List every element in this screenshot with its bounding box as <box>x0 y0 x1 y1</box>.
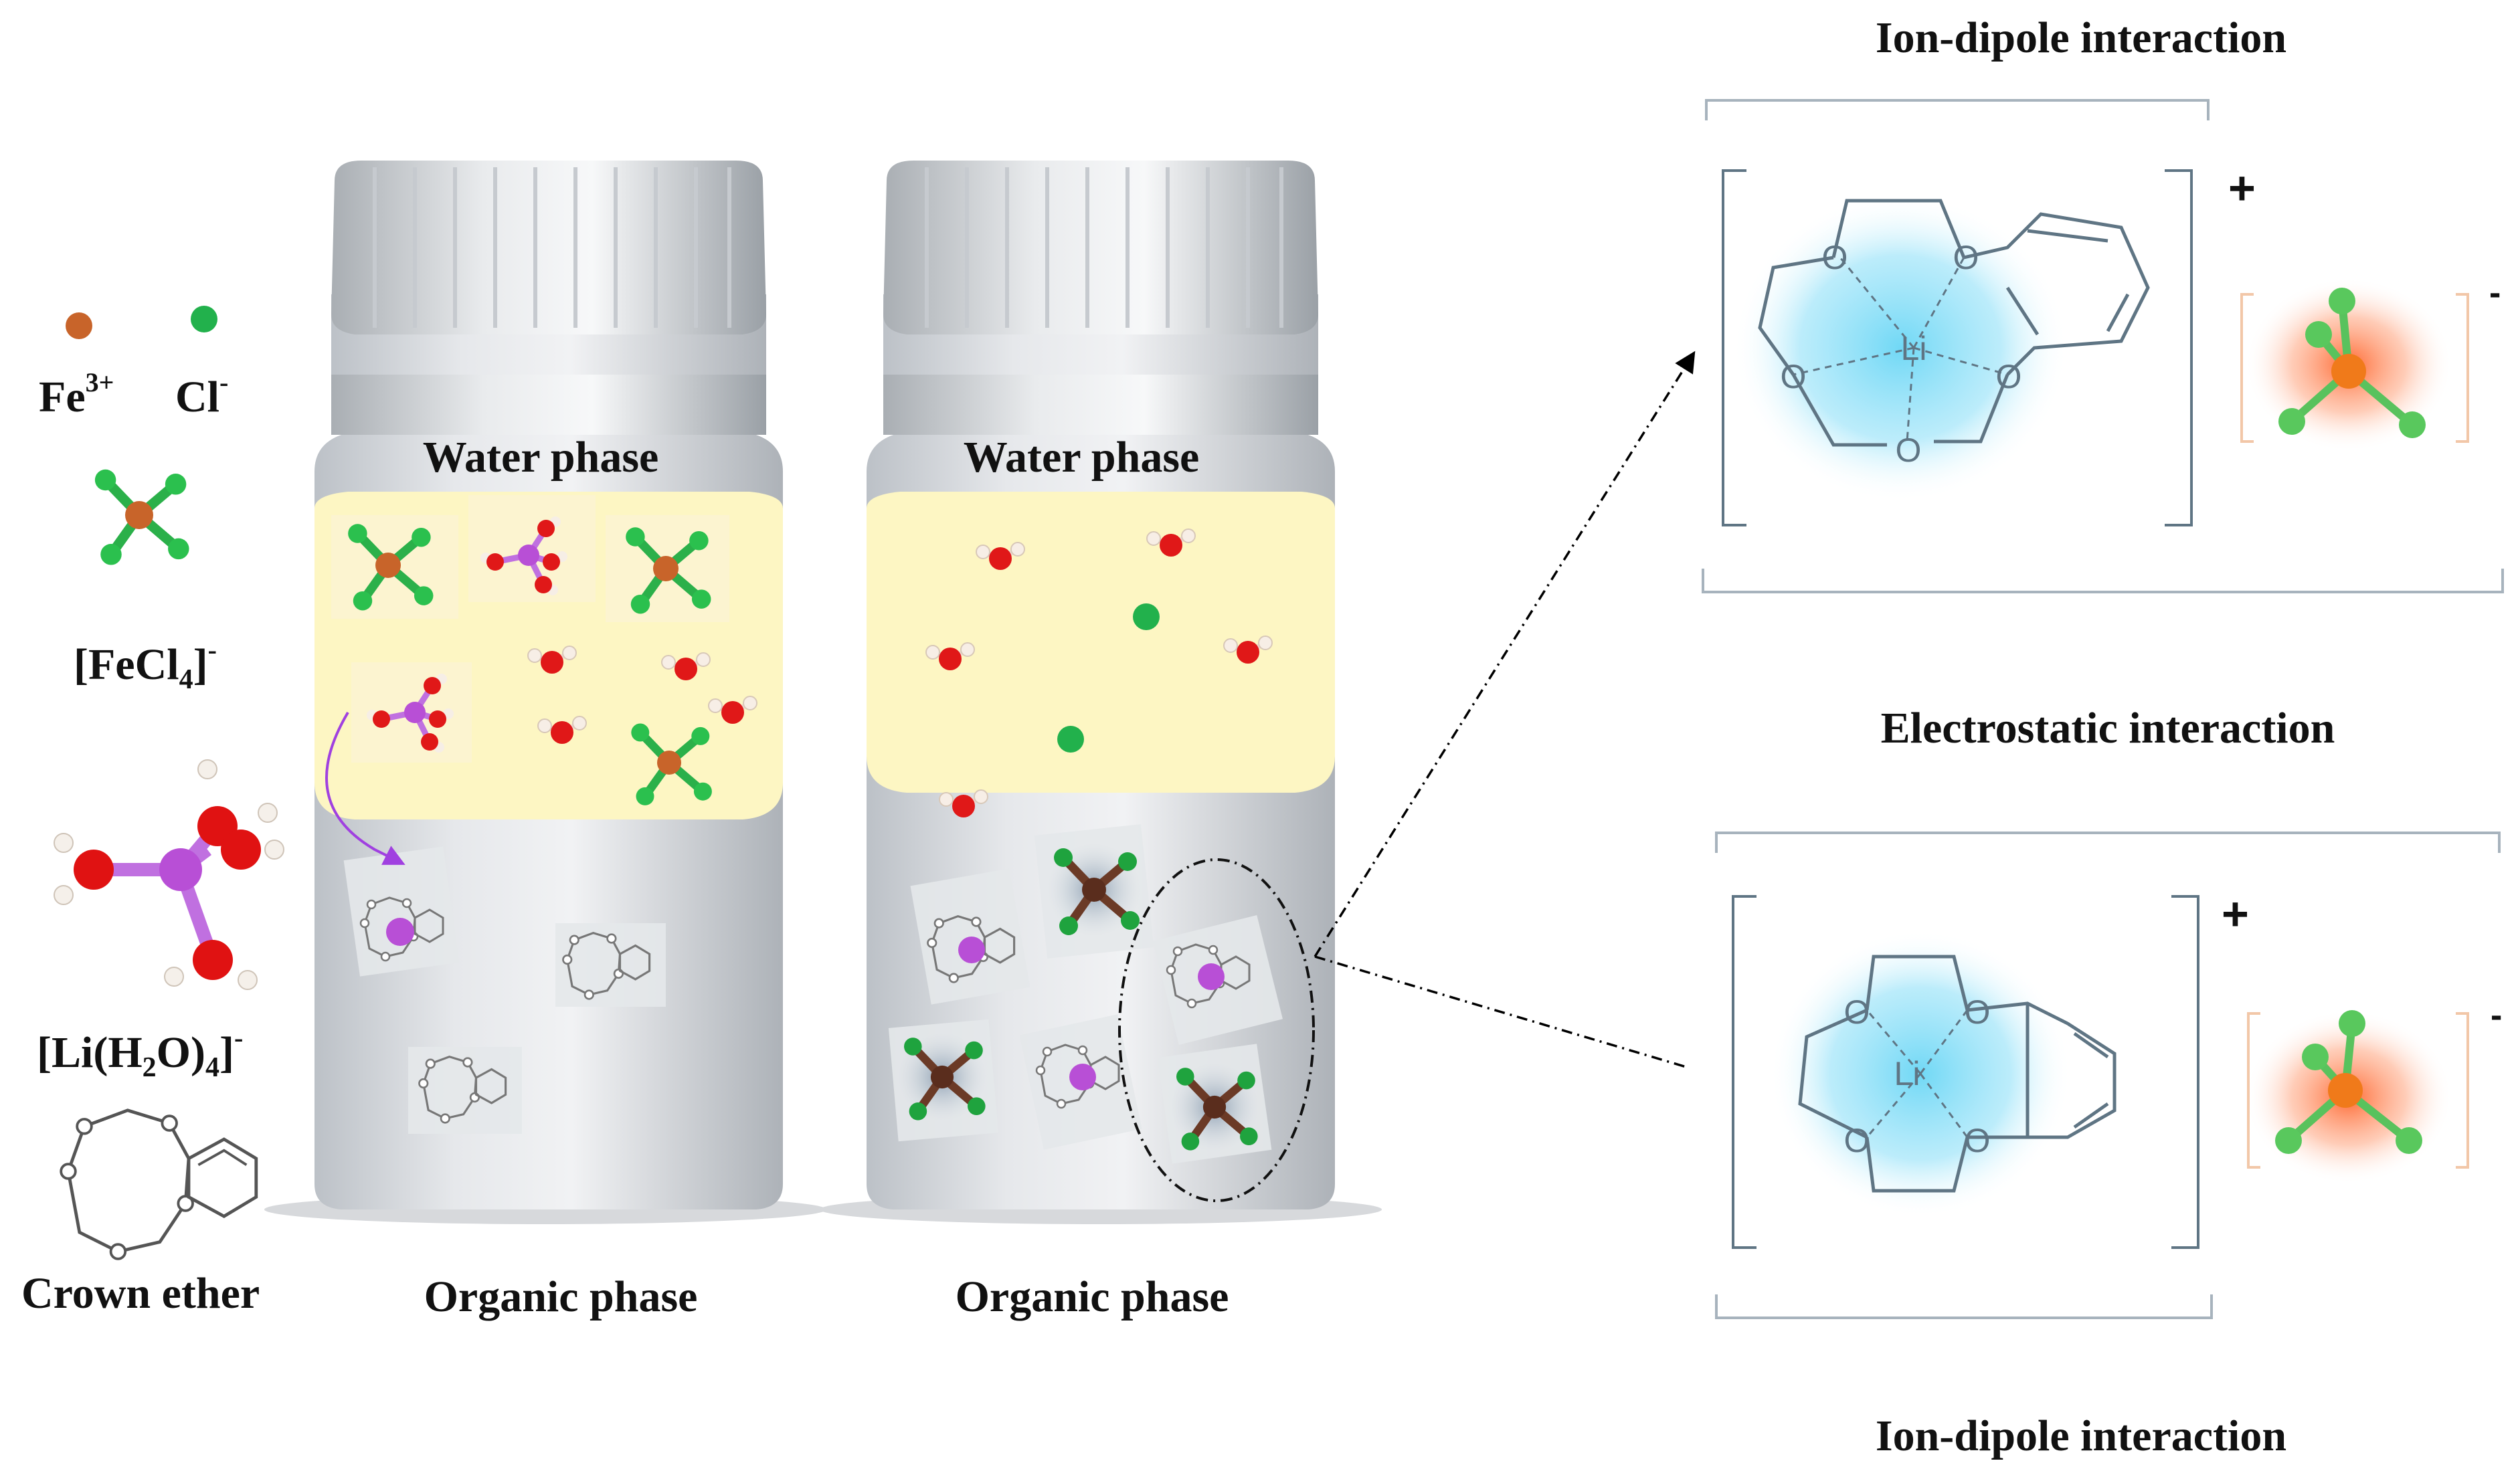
cl-ion-dot <box>191 306 217 332</box>
crown-ether-label: Crown ether <box>21 1269 260 1318</box>
right-organic-molecules <box>888 824 1283 1164</box>
top-minus-charge: - <box>2489 274 2501 312</box>
legend: Fe3+ Cl- [FeCl4]- [Li(H2O)4]- <box>21 306 284 1318</box>
svg-text:O: O <box>1822 239 1848 276</box>
left-organic-phase-label: Organic phase <box>424 1272 698 1321</box>
left-bottle: Water phase Organic phase <box>264 161 826 1321</box>
bottom-complex: + O O O O Li <box>1732 888 2502 1249</box>
svg-text:O: O <box>1896 431 1922 469</box>
top-plus-charge: + <box>2228 162 2256 214</box>
arrow-to-bottom-complex <box>1314 955 1687 1068</box>
right-water-phase-label: Water phase <box>964 433 1200 482</box>
fecl4-label: [FeCl4]- <box>74 635 217 695</box>
li-hydrate-icon <box>54 759 284 990</box>
bottom-interaction-title: Ion-dipole interaction <box>1876 1411 2286 1460</box>
right-water-molecules <box>926 529 1272 817</box>
left-organic-molecules <box>343 846 666 1134</box>
svg-text:O: O <box>1996 358 2022 395</box>
li-hydrate-label: [Li(H2O)4]- <box>37 1023 243 1083</box>
focus-ellipse <box>1118 858 1315 1202</box>
svg-text:O: O <box>1844 1122 1870 1159</box>
top-li-symbol: Li <box>1901 330 1927 367</box>
interaction-panel: Ion-dipole interaction Electrostatic int… <box>1702 13 2504 1460</box>
svg-text:O: O <box>1844 993 1870 1031</box>
cl-label: Cl- <box>175 367 228 421</box>
left-water-phase-label: Water phase <box>423 433 659 482</box>
svg-text:O: O <box>1953 239 1979 276</box>
crown-ether-icon <box>60 1108 258 1260</box>
fecl4-icon <box>95 470 189 565</box>
transfer-arrow <box>325 711 406 865</box>
fe-label: Fe3+ <box>39 367 114 421</box>
right-organic-phase-label: Organic phase <box>956 1272 1229 1321</box>
bottom-minus-charge: - <box>2491 996 2502 1035</box>
bottom-plus-charge: + <box>2222 888 2249 940</box>
svg-text:O: O <box>1965 1122 1991 1159</box>
fe-ion-dot <box>66 312 92 339</box>
arrow-to-top-complex <box>1314 351 1696 957</box>
svg-text:O: O <box>1781 358 1807 395</box>
left-water-molecules <box>331 495 757 805</box>
middle-interaction-title: Electrostatic interaction <box>1881 704 2335 753</box>
top-interaction-title: Ion-dipole interaction <box>1876 13 2286 62</box>
top-complex: + O O O O O <box>1722 162 2501 526</box>
right-bottle: Water phase Or <box>820 161 1382 1321</box>
bottom-li-symbol: Li <box>1894 1055 1920 1092</box>
svg-text:O: O <box>1965 993 1991 1031</box>
